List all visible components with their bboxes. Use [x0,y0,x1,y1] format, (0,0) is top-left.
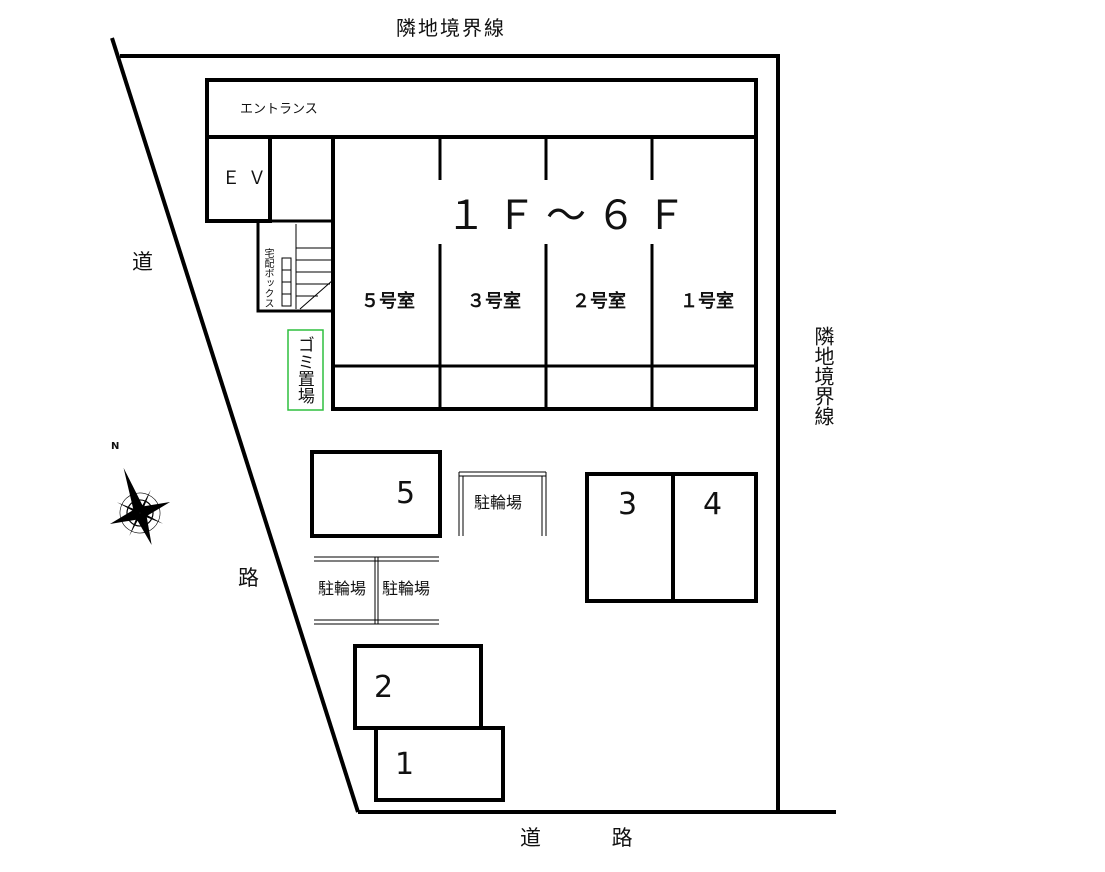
delivery-box-grid [281,257,292,307]
garbage-label: ゴミ置場 [293,336,314,404]
bicycle-label-upper: 駐輪場 [474,493,523,512]
parking-number-4: 4 [703,487,723,522]
delivery-box-label: 宅配ボックス [262,248,273,308]
entrance-label: エントランス [240,102,318,117]
floors-label: １Ｆ～６Ｆ [446,193,696,239]
parking-space-5 [310,450,442,538]
parking-space-1 [374,726,505,802]
parking-spaces [310,450,758,802]
road-label-left-1: 道 [132,250,153,274]
boundary-label-top: 隣地境界線 [396,16,506,40]
room-label-5: ５号室 [361,291,415,312]
stair-area [256,219,333,313]
compass-north-label: N [111,441,120,452]
parking-space-4 [671,472,758,603]
road-label-bottom: 道 路 [520,826,633,850]
building [205,78,758,411]
site-boundary [110,37,836,814]
compass-rose [109,467,171,545]
elevator-label: ＥＶ [222,168,274,189]
stair-steps [295,224,334,310]
bicycle-label-lower-left: 駐輪場 [318,579,367,598]
room-label-3: ３号室 [467,291,521,312]
unit-dividers [333,137,756,409]
bicycle-label-lower-right: 駐輪場 [382,579,431,598]
parking-number-1: 1 [395,747,415,782]
road-edge-left [110,37,360,813]
room-label-2: ２号室 [572,291,626,312]
bicycle-area-lower [314,556,439,625]
room-label-1: １号室 [680,291,734,312]
parking-number-2: 2 [374,670,394,705]
boundary-top-right [120,54,836,814]
parking-number-5: 5 [396,476,416,511]
garbage-area [287,329,324,411]
parking-number-3: 3 [618,487,638,522]
bicycle-area-upper [458,471,547,536]
elevator-box [205,135,272,223]
road-label-left-2: 路 [238,566,259,590]
boundary-label-right: 隣地境界線 [811,326,835,426]
bicycle-parking [314,471,547,625]
